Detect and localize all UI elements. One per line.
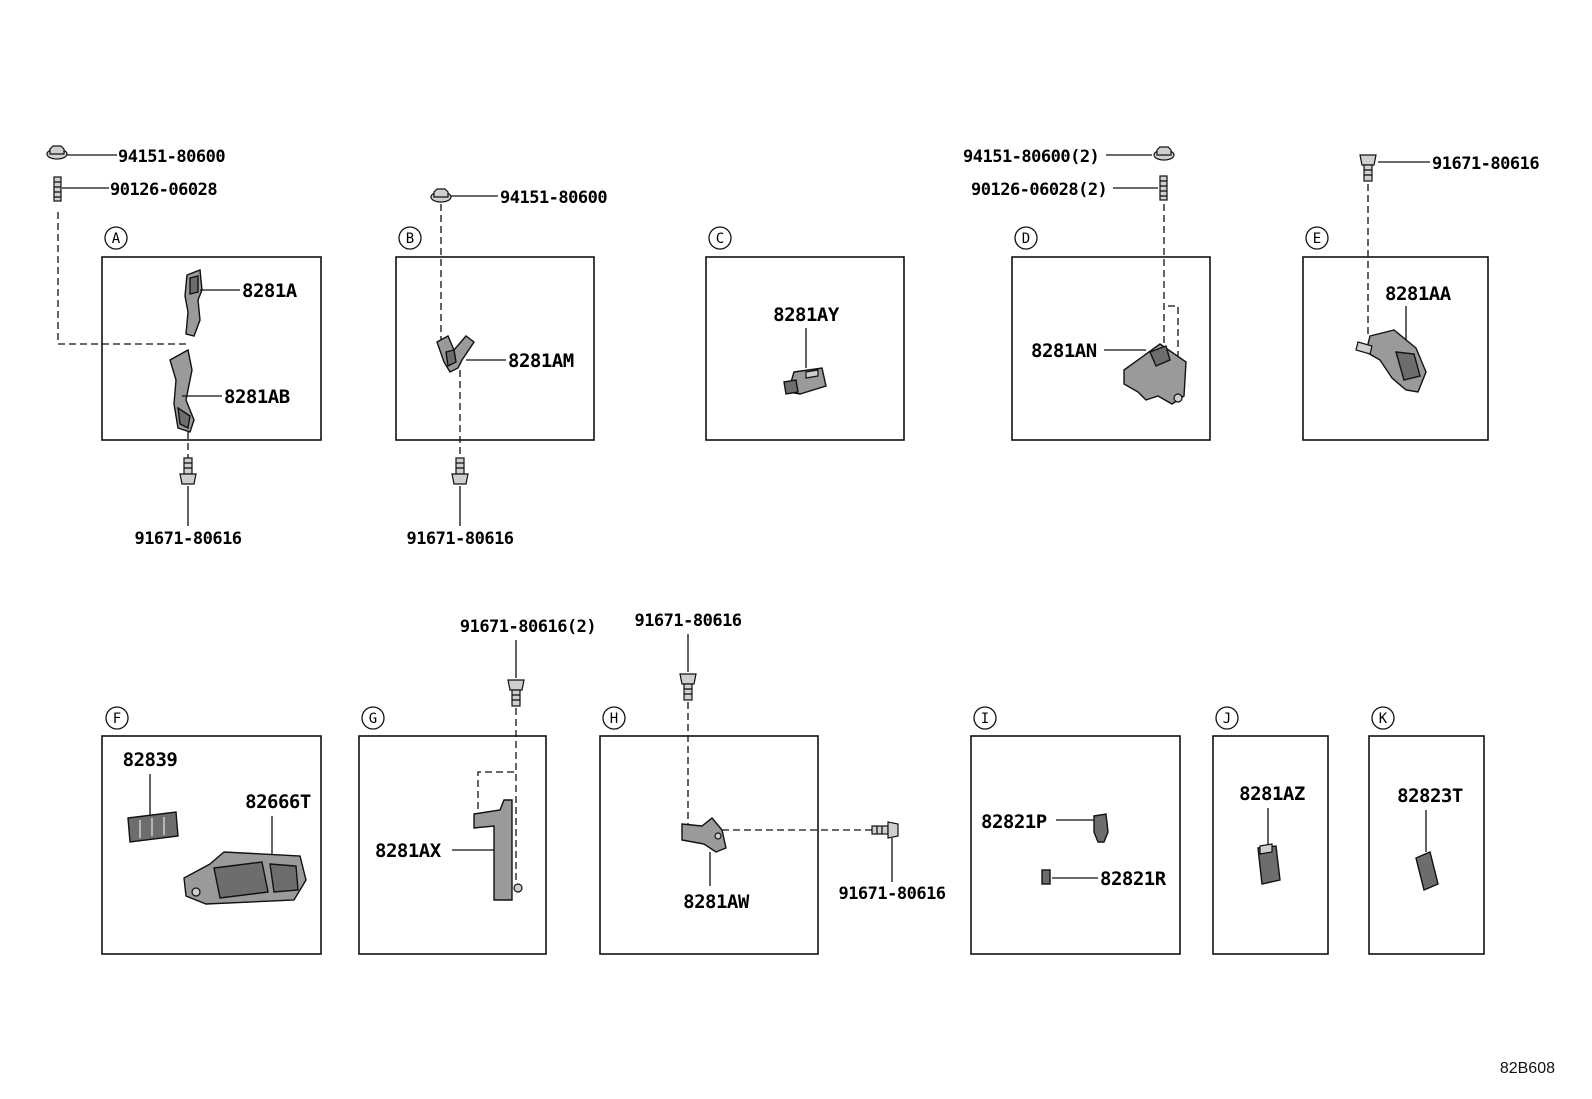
panel-frame [970,735,1181,955]
part-label: 8281AA [1385,283,1452,305]
panel-k: K 82823T [1368,706,1485,955]
bolt-icon [451,457,469,485]
panel-frame [1302,256,1489,441]
flange-nut-icon [46,145,68,160]
part-label: 8281AB [224,386,290,408]
part-label: 82839 [123,749,178,771]
panel-c: C 8281AY [705,226,905,441]
bolt-icon [871,821,899,839]
panel-letter: E [1313,231,1321,247]
part-label: 82821R [1100,868,1167,890]
hardware-label: 90126-06028(2) [971,180,1107,200]
hardware-label: 90126-06028 [110,180,217,200]
panel-letter: K [1379,711,1388,727]
bolt-icon [679,673,697,701]
part-label: 82823T [1397,785,1463,807]
panel-d: D 94151-80600(2) 90126-06028(2) 8281AN [963,146,1211,441]
bracket-8281an-icon [1123,343,1187,405]
part-label: 8281AM [508,350,574,372]
module-82666t-icon [183,851,307,905]
connector-82839-icon [127,811,179,843]
panel-letter-circle [1371,706,1395,730]
panel-letter-circle [602,706,626,730]
panel-letter: G [369,711,377,727]
connector-82823t-icon [1415,851,1439,891]
hardware-label: 91671-80616 [134,529,241,549]
panel-i: I 82821P 82821R [970,706,1181,955]
panel-letter-circle [1215,706,1239,730]
bracket-8281ax-icon [473,799,523,901]
flange-nut-icon [1153,146,1175,161]
panel-j: J 8281AZ [1212,706,1329,955]
panel-letter: D [1022,231,1030,247]
panel-letter: I [981,711,989,727]
part-label: 8281AZ [1239,783,1305,805]
panel-frame [358,735,547,955]
panel-e: E 91671-80616 8281AA [1302,154,1540,441]
part-label: 82821P [981,811,1047,833]
panel-b: B 94151-80600 8281AM 91671-80616 [395,188,608,549]
panel-frame [705,256,905,441]
bracket-8281a-icon [184,269,203,337]
panel-letter: A [112,231,121,247]
panel-letter-circle [1305,226,1329,250]
panel-f: F 82839 82666T [101,706,322,955]
connector-8281ay-icon [783,367,827,395]
panel-letter-circle [104,226,128,250]
bracket-8281aw-icon [681,817,727,853]
flange-nut-icon [430,188,452,203]
panel-letter: C [716,231,724,247]
diagram-id: 82B608 [1500,1060,1555,1077]
hardware-label: 94151-80600 [500,188,607,208]
hardware-label: 94151-80600(2) [963,147,1099,167]
panel-frame [599,735,819,955]
hardware-label: 91671-80616 [406,529,513,549]
stud-bolt-icon [1159,175,1168,201]
panel-letter-circle [105,706,129,730]
part-label: 8281AY [773,304,840,326]
bracket-8281am-icon [436,335,475,373]
bolt-icon [179,457,197,485]
panel-letter-circle [1014,226,1038,250]
stud-bolt-icon [53,176,62,202]
hardware-label: 91671-80616(2) [460,617,596,637]
clip-82821r-icon [1041,869,1051,885]
panel-frame [1212,735,1329,955]
connector-8281az-icon [1257,843,1281,885]
part-label: 8281AX [375,840,442,862]
part-label: 8281AW [683,891,750,913]
part-label: 8281A [242,280,298,302]
panel-h: H 91671-80616 91671-80616 8281AW [599,611,946,955]
panel-letter: H [610,711,618,727]
panel-frame [1368,735,1485,955]
panel-letter-circle [973,706,997,730]
panel-letter-circle [708,226,732,250]
panel-frame [395,256,595,441]
panel-letter-circle [361,706,385,730]
part-label: 82666T [245,791,311,813]
hardware-label: 94151-80600 [118,147,225,167]
bracket-8281aa-icon [1355,329,1427,393]
bolt-icon [1359,154,1377,182]
panel-a: A 94151-80600 90126-06028 8281A 8281AB [46,145,322,549]
hardware-label: 91671-80616 [634,611,741,631]
bracket-8281ab-icon [169,348,195,433]
panel-letter-circle [398,226,422,250]
panel-letter: J [1223,711,1231,727]
panel-letter: B [406,231,414,247]
hardware-label: 91671-80616 [1432,154,1539,174]
panel-frame [1011,256,1211,441]
panel-frame [101,735,322,955]
clip-82821p-icon [1093,813,1109,843]
bolt-icon [507,679,525,707]
part-label: 8281AN [1031,340,1097,362]
panel-letter: F [113,711,121,727]
hardware-label: 91671-80616 [838,884,945,904]
panel-g: G 91671-80616(2) 8281AX [358,617,597,955]
panel-frame [101,256,322,441]
